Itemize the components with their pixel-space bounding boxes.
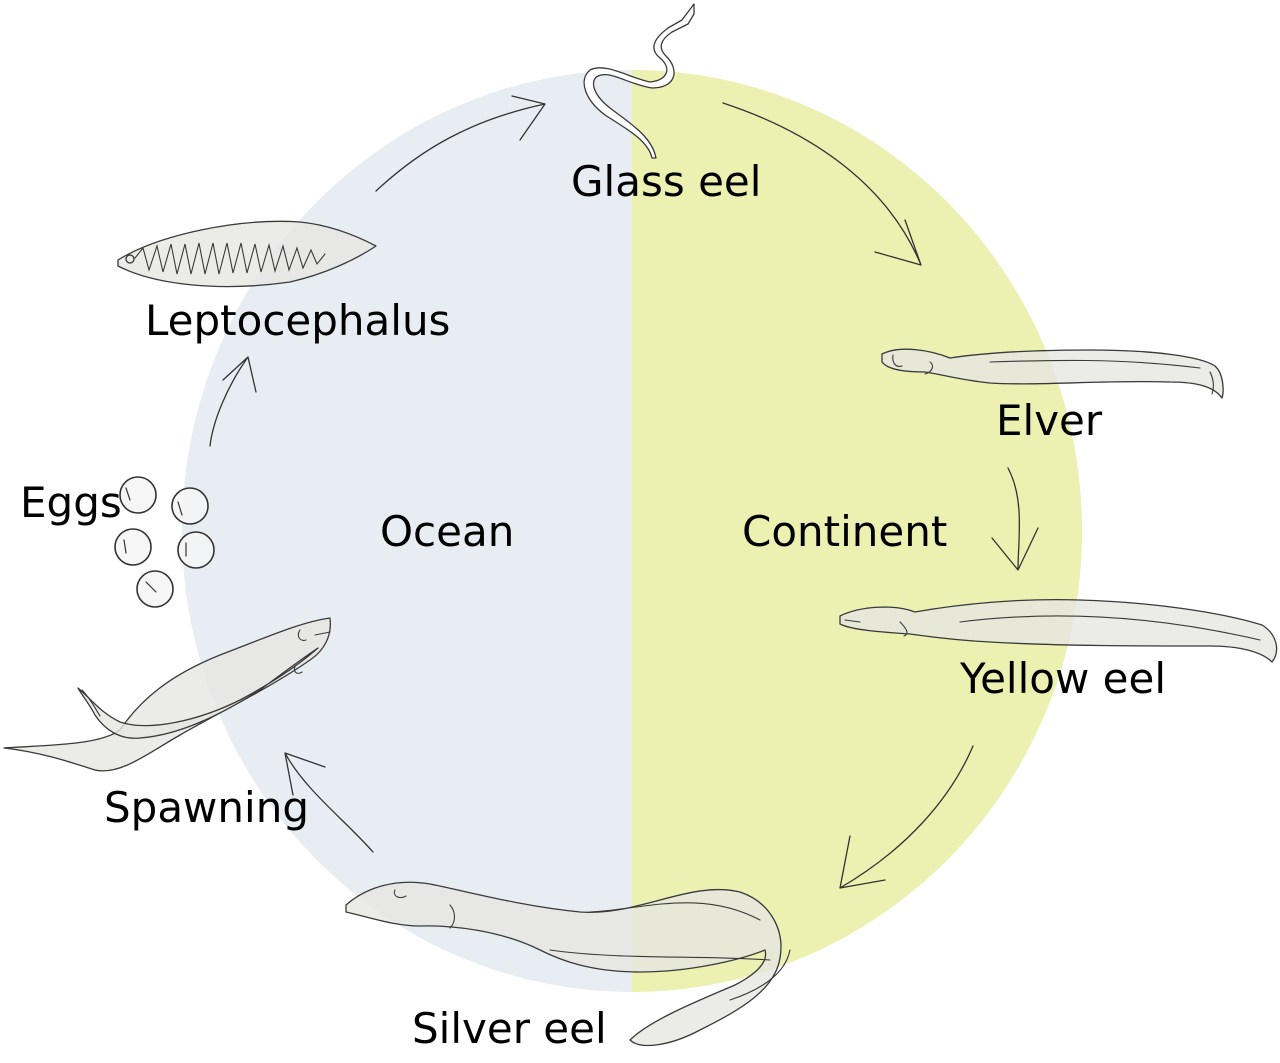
continent-region bbox=[632, 70, 1082, 992]
spawning-eel-1 bbox=[3, 617, 331, 772]
label-leptocephalus: Leptocephalus bbox=[145, 296, 450, 345]
silver-eel-detail bbox=[393, 889, 791, 1001]
egg-marks bbox=[123, 487, 187, 593]
egg-5 bbox=[136, 570, 174, 608]
leptocephalus-body bbox=[117, 220, 377, 288]
arrow-elver-to-yellow-eel bbox=[991, 467, 1039, 571]
egg-1 bbox=[119, 476, 157, 514]
leptocephalus-eye bbox=[125, 254, 135, 264]
spawning-illustration bbox=[3, 617, 331, 772]
eggs-illustration bbox=[114, 476, 215, 608]
label-ocean: Ocean bbox=[380, 507, 514, 556]
silver-eel-body bbox=[345, 881, 782, 1047]
yellow-eel-detail bbox=[844, 615, 1261, 641]
leptocephalus-pattern bbox=[134, 242, 326, 275]
egg-2 bbox=[171, 487, 209, 525]
elver-body bbox=[881, 348, 1224, 399]
label-yellow-eel: Yellow eel bbox=[959, 654, 1166, 703]
spawning-eel-2 bbox=[77, 647, 319, 739]
silver-eel-illustration bbox=[345, 881, 791, 1047]
yellow-eel-illustration bbox=[839, 598, 1278, 663]
ocean-region bbox=[182, 70, 632, 992]
label-silver-eel: Silver eel bbox=[412, 1004, 607, 1053]
yellow-eel-body bbox=[839, 598, 1278, 663]
arrow-yellow-eel-to-silver-eel bbox=[839, 745, 974, 889]
label-elver: Elver bbox=[996, 396, 1103, 445]
glass-eel-illustration bbox=[583, 3, 695, 159]
arrow-silver-eel-to-spawning bbox=[284, 752, 374, 853]
leptocephalus-illustration bbox=[117, 220, 377, 288]
cycle-arrows bbox=[209, 95, 1039, 889]
glass-eel-body bbox=[583, 3, 695, 159]
arrow-eggs-to-leptocephalus bbox=[209, 356, 257, 447]
arrow-leptocephalus-to-glass-eel bbox=[375, 95, 546, 192]
egg-4 bbox=[177, 531, 215, 569]
label-eggs: Eggs bbox=[20, 478, 122, 527]
label-continent: Continent bbox=[742, 507, 947, 556]
label-glass-eel: Glass eel bbox=[571, 157, 761, 206]
elver-detail bbox=[892, 354, 1214, 395]
arrow-glass-eel-to-elver bbox=[722, 102, 922, 266]
spawning-detail bbox=[81, 629, 331, 717]
elver-illustration bbox=[881, 348, 1224, 399]
egg-3 bbox=[114, 528, 152, 566]
label-spawning: Spawning bbox=[104, 783, 309, 832]
